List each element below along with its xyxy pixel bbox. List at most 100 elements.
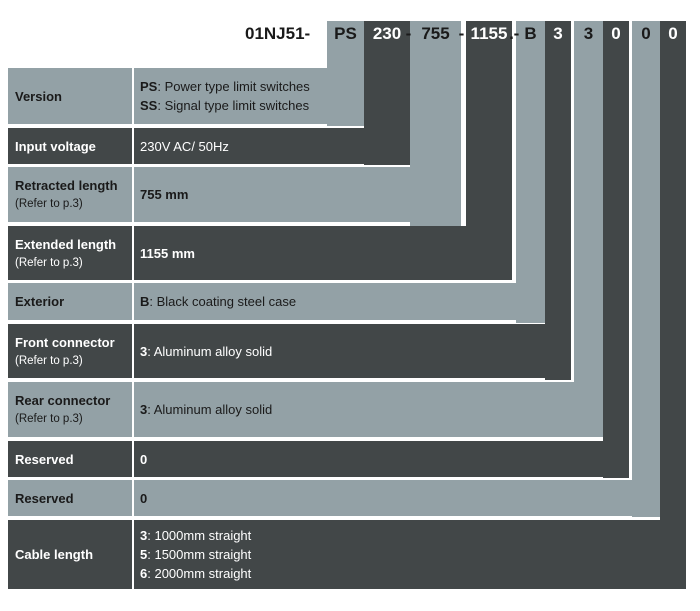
row-divider [132,226,134,280]
row-divider [132,520,134,589]
row-label-title: Version [15,88,62,104]
row-value: 0 [134,441,622,477]
value-text: : Aluminum alloy solid [147,343,273,359]
row-value: 0 [134,480,651,516]
value-line: 3: 1000mm straight [140,526,680,545]
value-key: PS [140,79,158,94]
code-segment: 0 [611,23,621,43]
spec-row: Rear connector (Refer to p.3) 3: Aluminum … [8,382,594,437]
value-text: : 1000mm straight [147,528,252,543]
value-key: 1155 mm [140,245,195,261]
row-value: 3: Aluminum alloy solid [134,382,594,437]
code-segment: 755 [421,23,450,43]
value-text: : Black coating steel case [149,294,297,309]
value-key: SS [140,98,158,113]
row-divider [132,382,134,437]
code-column-9: 0 [632,21,660,517]
row-label: Reserved [8,441,132,477]
row-label-title: Rear connector [15,393,111,408]
row-divider [132,283,134,320]
value-line: B: Black coating steel case [140,292,536,311]
row-label-note: (Refer to p.3) [15,256,83,269]
row-label-title: Reserved [15,451,74,467]
value-text: : Aluminum alloy solid [147,402,273,417]
value-text: : 2000mm straight [147,566,252,581]
row-value: 3: Aluminum alloy solid [134,324,563,378]
row-divider [132,167,134,222]
spec-row: Extended length (Refer to p.3) 1155 mm [8,226,504,280]
row-value: B: Black coating steel case [134,283,536,320]
value-text: : 1500mm straight [147,547,252,562]
row-value: 230V AC/ 50Hz [134,128,402,164]
value-text: : Signal type limit switches [157,98,310,113]
code-segment: 230 [372,23,402,43]
row-label-title: Input voltage [15,138,96,154]
row-label-title: Reserved [15,490,74,506]
value-line: 0 [140,489,651,508]
row-label: Exterior [8,283,132,320]
code-column-6: 3 [545,21,571,380]
row-label-note: (Refer to p.3) [15,354,83,367]
code-separator: - [458,24,465,43]
value-line: 3: Aluminum alloy solid [140,342,563,361]
row-label: Retracted length(Refer to p.3) [8,167,132,222]
value-line: SS: Signal type limit switches [140,96,354,115]
row-label: Rear connector (Refer to p.3) [8,382,132,437]
code-segment: B [524,23,537,43]
code-segment: 0 [668,23,678,43]
value-line: 6: 2000mm straight [140,564,680,583]
code-segment: 0 [641,23,651,43]
row-label: Version [8,68,132,124]
code-prefix: 01NJ51- [245,23,311,43]
code-column-10: 0 [660,21,686,589]
row-label: Cable length [8,520,132,589]
spec-row: Reserved 0 [8,480,651,516]
value-key: 5 [140,547,148,562]
row-value: 755 mm [134,167,454,222]
code-separator: - [513,24,520,43]
code-column-7: 3 [574,21,603,437]
value-line: 0 [140,450,622,469]
value-key: 755 mm [140,187,189,202]
value-line: 755 mm [140,185,454,204]
row-divider [132,68,134,124]
code-segment: 3 [553,23,563,43]
row-divider [132,324,134,378]
value-line: 5: 1500mm straight [140,545,680,564]
row-label-title: Front connector [15,334,115,350]
row-label-title: Extended length [15,236,117,252]
code-segment: PS [334,23,357,43]
code-segment: 1155 [470,23,508,43]
row-label-title: Cable length [15,547,94,562]
value-key: 3 [140,528,148,543]
row-divider [132,441,134,477]
row-label: Input voltage [8,128,132,164]
value-key: 0 [140,451,148,467]
value-key: 0 [140,490,148,506]
row-divider [132,480,134,516]
code-segment: 3 [583,23,594,43]
value-line: PS: Power type limit switches [140,77,354,96]
spec-row: Exterior B: Black coating steel case [8,283,536,320]
value-key: 3 [140,343,148,359]
spec-row: Reserved 0 [8,441,622,477]
value-key: B [140,294,150,309]
row-value: 1155 mm [134,226,504,280]
code-separator: . [509,24,514,43]
spec-row: Front connector (Refer to p.3) 3: Aluminum… [8,324,563,378]
row-label-note: (Refer to p.3) [15,198,83,210]
value-text: 230V AC/ 50Hz [140,138,229,154]
row-label: Front connector (Refer to p.3) [8,324,132,378]
row-label-note: (Refer to p.3) [15,413,83,425]
value-line: 3: Aluminum alloy solid [140,400,594,419]
code-column-5: B [516,21,545,323]
value-key: 3 [140,402,148,417]
row-label-title: Exterior [15,294,65,309]
spec-row: Input voltage 230V AC/ 50Hz [8,128,402,164]
code-separator: - [405,24,412,43]
code-column-8: 0 [603,21,629,478]
